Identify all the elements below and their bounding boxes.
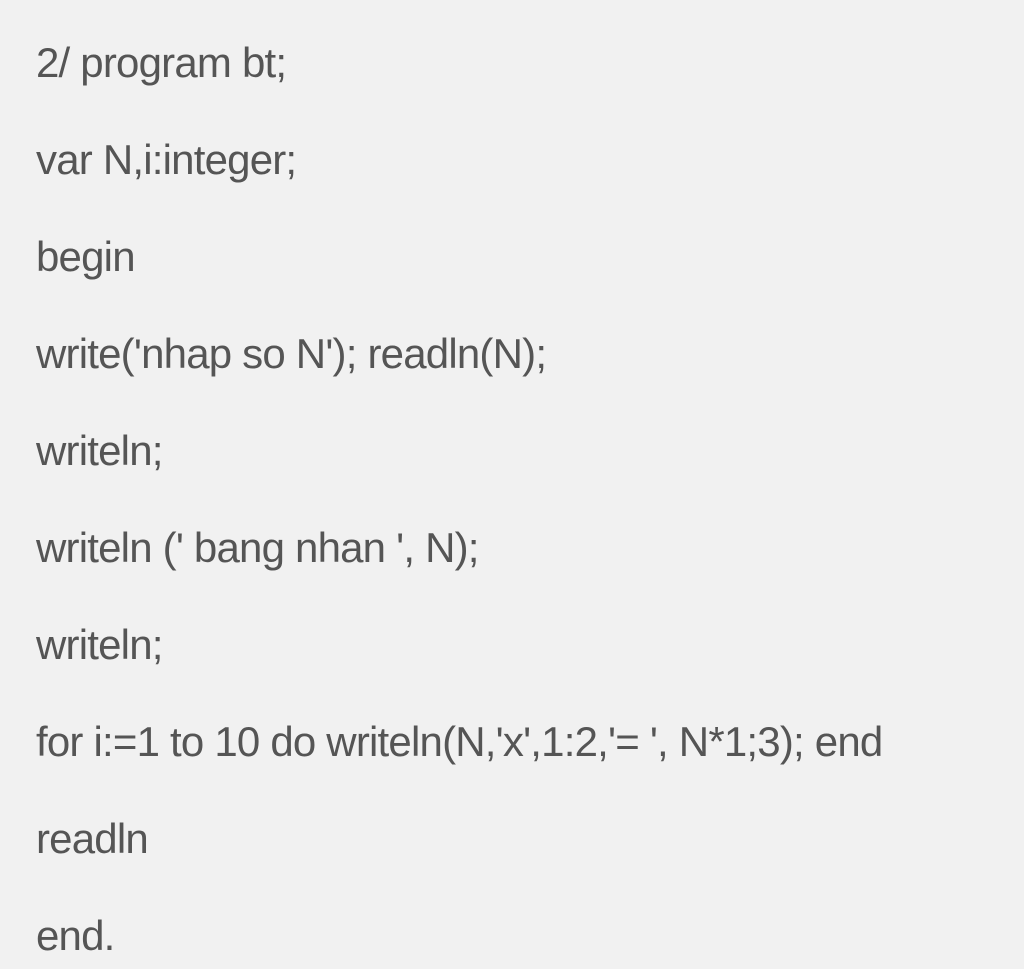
code-line-for-loop: for i:=1 to 10 do writeln(N,'x',1:2,'= '… [36,718,883,765]
code-line-program-header: 2/ program bt; [36,39,287,86]
code-line-readln: readln [36,815,149,862]
code-line-writeln-bang-nhan: writeln (' bang nhan ', N); [36,524,479,571]
code-line-end: end. [36,912,115,959]
code-line-write-readln: write('nhap so N'); readln(N); [36,330,547,377]
code-line-var-declaration: var N,i:integer; [36,136,297,183]
code-line-writeln-2: writeln; [36,621,163,668]
code-line-begin: begin [36,233,136,280]
code-line-writeln-1: writeln; [36,427,163,474]
